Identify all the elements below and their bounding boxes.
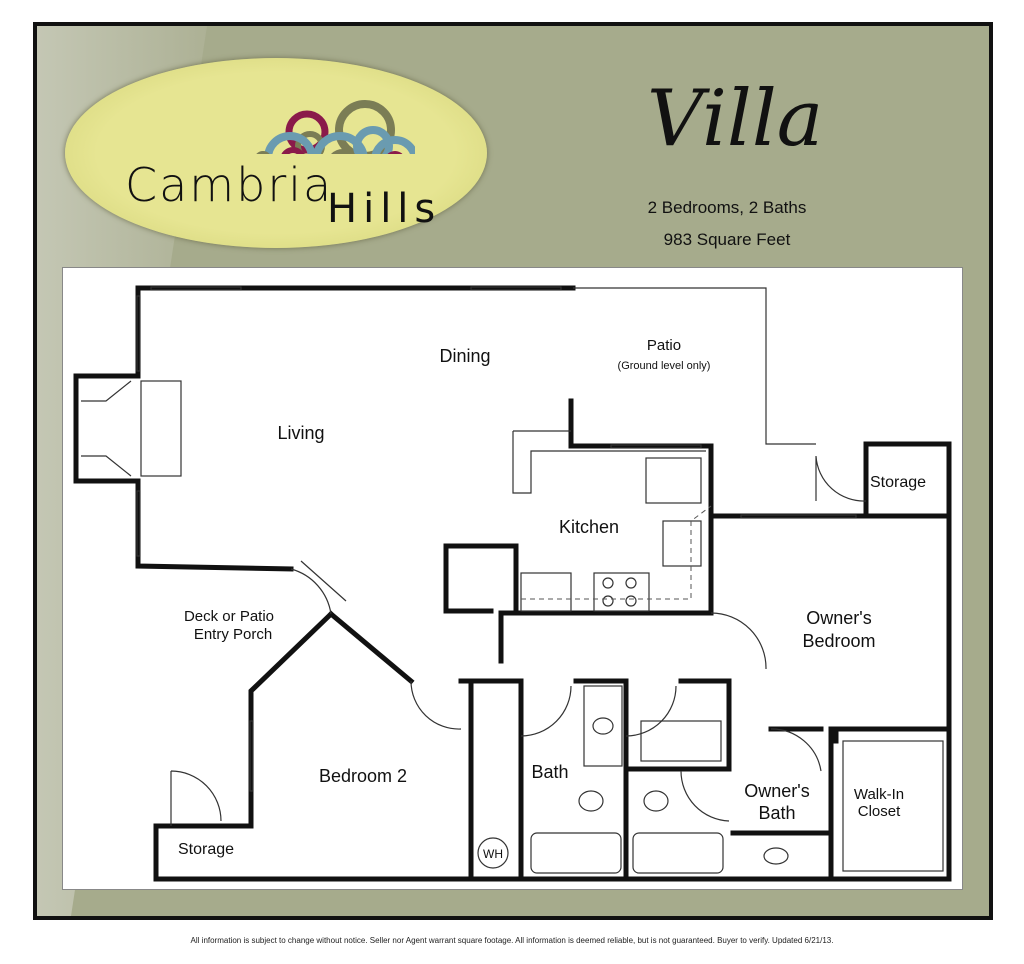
bed-bath-count: 2 Bedrooms, 2 Baths bbox=[647, 198, 807, 217]
room-labels: Dining Patio (Ground level only) Living … bbox=[178, 337, 926, 861]
patio-note: (Ground level only) bbox=[618, 360, 711, 372]
room-label-entry-porch: Entry Porch bbox=[194, 626, 272, 643]
thin-lines bbox=[81, 286, 944, 874]
room-label-kitchen: Kitchen bbox=[559, 517, 619, 537]
room-label-dining: Dining bbox=[439, 346, 490, 366]
square-footage: 983 Square Feet bbox=[663, 230, 791, 249]
plan-title: Villa bbox=[647, 74, 824, 164]
room-label-storage-top: Storage bbox=[870, 474, 926, 491]
floor-plan: Dining Patio (Ground level only) Living … bbox=[73, 285, 952, 882]
room-label-owners-bath-2: Bath bbox=[758, 803, 795, 823]
room-label-walk-in: Walk-In bbox=[854, 786, 904, 803]
room-label-owners-bath: Owner's bbox=[744, 781, 809, 801]
room-label-closet: Closet bbox=[858, 803, 901, 820]
room-label-owners-bedroom: Owner's bbox=[806, 608, 871, 628]
room-label-deck: Deck or Patio bbox=[184, 608, 274, 625]
logo-text-cambria: Cambria bbox=[125, 158, 334, 212]
room-label-bath: Bath bbox=[531, 762, 568, 782]
room-label-bedroom-2: Bedroom 2 bbox=[319, 766, 407, 786]
room-label-patio: Patio bbox=[647, 337, 681, 354]
logo-text-hills: Hills bbox=[327, 186, 442, 232]
walls bbox=[73, 285, 952, 882]
cambria-hills-logo: Cambria Hills bbox=[65, 58, 487, 248]
room-label-living: Living bbox=[277, 423, 324, 443]
water-heater-label: WH bbox=[483, 847, 503, 861]
room-label-owners-bedroom-2: Bedroom bbox=[802, 631, 875, 651]
disclaimer: All information is subject to change wit… bbox=[190, 936, 834, 945]
floor-plan-panel: Dining Patio (Ground level only) Living … bbox=[62, 267, 963, 890]
circles-logo-icon bbox=[255, 100, 415, 158]
room-label-storage-bottom: Storage bbox=[178, 841, 234, 858]
